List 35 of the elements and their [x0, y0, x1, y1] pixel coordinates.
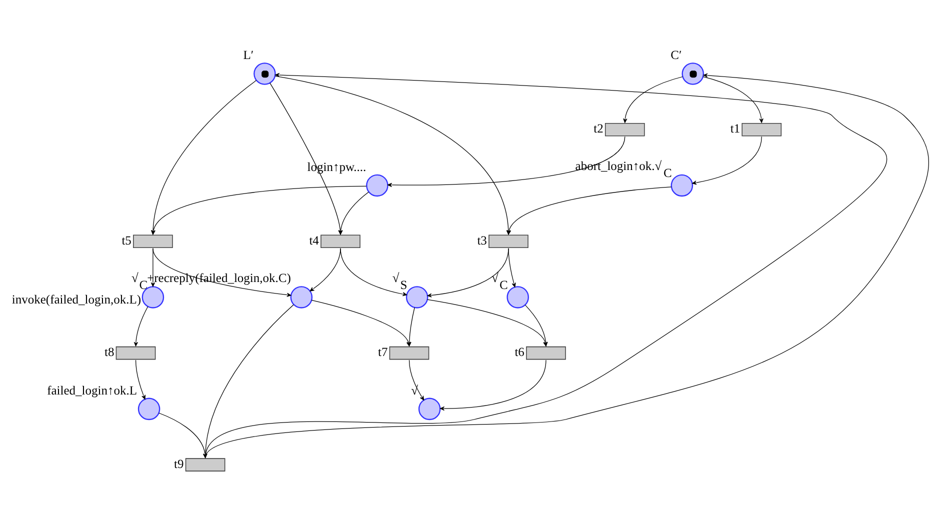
node-circle: [138, 397, 160, 420]
arrow: [508, 248, 516, 287]
node-label: invoke(failed_login,ok.L): [12, 292, 142, 306]
node-label: t5: [122, 232, 132, 247]
arrow: [340, 248, 408, 296]
node-label: C′: [670, 48, 682, 62]
arrow: [623, 76, 683, 122]
node-circle: [506, 286, 529, 308]
node-label: t2: [594, 121, 604, 136]
arrow: [702, 76, 764, 122]
node-label: √: [411, 382, 418, 397]
arrow: [408, 359, 424, 400]
node-label: L′: [243, 48, 254, 62]
node-label: failed_login↑ok.L: [47, 382, 137, 397]
arrow: [427, 248, 509, 297]
arrow: [310, 248, 341, 291]
node-label: t1: [730, 121, 740, 136]
node-label: t7: [378, 344, 388, 359]
node-circle: [670, 174, 694, 196]
arrow: [692, 136, 762, 184]
arrow: [440, 359, 546, 410]
node-label: t3: [477, 232, 487, 247]
arrow: [134, 306, 148, 346]
arrow: [388, 136, 626, 187]
node-label: t9: [174, 456, 184, 470]
node-circle: [418, 397, 441, 420]
node-label: t6: [514, 344, 524, 359]
node-circle: [406, 286, 428, 308]
node-circle: [366, 174, 388, 196]
node-token: [682, 62, 704, 84]
node-token: [254, 62, 276, 84]
node-label: t8: [104, 344, 114, 359]
arrow: [135, 359, 146, 399]
node-label: t4: [309, 232, 319, 247]
node-circle: [290, 286, 313, 308]
